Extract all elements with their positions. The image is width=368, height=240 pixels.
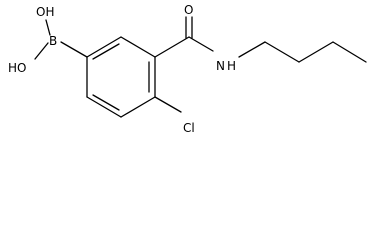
boronic-acid-group: B OH HO bbox=[8, 5, 88, 75]
ring-bond-bottom-left bbox=[86, 96, 122, 118]
bond-c3-c4 bbox=[332, 41, 367, 63]
benzene-ring bbox=[86, 36, 156, 118]
hydroxyl-left-label: HO bbox=[8, 61, 26, 75]
molecule-drawing: B OH HO O N H Cl bbox=[8, 3, 367, 135]
ring-bond-right-lower bbox=[120, 96, 156, 118]
amide-group: O N H bbox=[154, 3, 236, 73]
ring-double-bond-bottom bbox=[92, 94, 120, 111]
ring-bond-top-right bbox=[86, 36, 122, 58]
bond-ring-carbonyl bbox=[154, 36, 190, 58]
bond-c2-c3 bbox=[298, 41, 334, 63]
nitrogen-atom-label: N bbox=[216, 59, 225, 73]
bond-ring-boron bbox=[60, 41, 88, 58]
ring-bond-top-left bbox=[120, 36, 156, 58]
boron-atom-label: B bbox=[49, 34, 57, 48]
oxygen-atom-label: O bbox=[184, 3, 193, 17]
bond-c1-c2 bbox=[264, 41, 300, 63]
amide-hydrogen-label: H bbox=[227, 59, 236, 73]
ring-double-bond-top bbox=[92, 43, 120, 60]
structure-canvas: B OH HO O N H Cl bbox=[8, 3, 367, 135]
hydroxyl-top-label: OH bbox=[36, 5, 54, 19]
chloro-group: Cl bbox=[154, 96, 195, 135]
bond-nitrogen-c1 bbox=[238, 41, 266, 58]
chlorine-atom-label: Cl bbox=[183, 121, 195, 135]
bond-boron-oh-top bbox=[45, 19, 51, 36]
bond-boron-oh-left bbox=[34, 42, 49, 60]
butyl-chain bbox=[238, 41, 367, 63]
bond-carbonyl-nitrogen bbox=[188, 36, 214, 52]
bond-ring-chlorine bbox=[154, 96, 182, 113]
